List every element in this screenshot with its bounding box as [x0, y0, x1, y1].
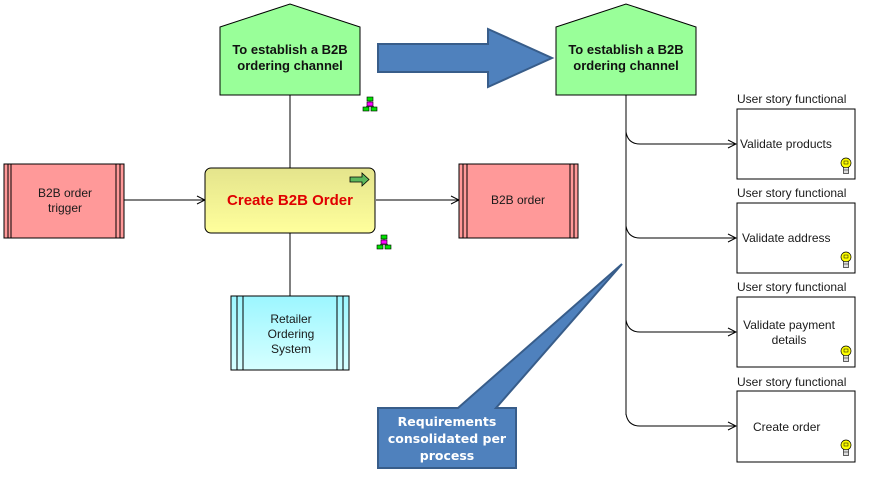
user-story-label: Validate address	[742, 231, 831, 245]
user-story-type-label: User story functional	[737, 375, 847, 389]
lightbulb-icon	[840, 439, 852, 456]
user-story-label: Validate products	[740, 137, 832, 151]
user-story-label: Create order	[753, 420, 821, 434]
user-story-label: Validate payment details	[743, 318, 835, 347]
user-story-type-label: User story functional	[737, 186, 847, 200]
hierarchy-icon	[376, 234, 392, 250]
user-story-box[interactable]	[736, 390, 856, 463]
user-story-type-label: User story functional	[737, 280, 847, 294]
output-event-shape[interactable]	[458, 163, 579, 239]
callout-label: Requirements consolidated per process	[387, 413, 507, 463]
trigger-event-shape[interactable]	[3, 163, 125, 239]
process-shape[interactable]	[204, 167, 376, 234]
system-shape[interactable]	[230, 295, 350, 371]
goal-shape-left[interactable]	[219, 3, 361, 96]
goal-shape-right[interactable]	[555, 3, 697, 96]
lightbulb-icon	[840, 251, 852, 268]
goal-label-right: To establish a B2B ordering channel	[568, 42, 684, 73]
branch-connector	[625, 319, 736, 332]
transition-arrow	[377, 27, 555, 89]
goal-label-left: To establish a B2B ordering channel	[232, 42, 348, 73]
branch-connector	[625, 225, 736, 238]
user-story-type-label: User story functional	[737, 92, 847, 106]
output-event-label: B2B order	[490, 192, 546, 207]
user-story-box[interactable]	[736, 202, 856, 274]
callout-shape	[377, 263, 623, 469]
arrow-right-icon	[349, 172, 370, 187]
trigger-event-label: B2B order trigger	[37, 186, 93, 215]
user-story-box[interactable]	[736, 296, 856, 368]
hierarchy-icon	[362, 96, 378, 112]
lightbulb-icon	[840, 345, 852, 362]
branch-connector	[625, 131, 736, 144]
process-label: Create B2B Order	[227, 191, 353, 209]
user-story-box[interactable]	[736, 108, 856, 180]
lightbulb-icon	[840, 157, 852, 174]
branch-connector	[625, 413, 736, 426]
system-label: Retailer Ordering System	[267, 311, 315, 356]
